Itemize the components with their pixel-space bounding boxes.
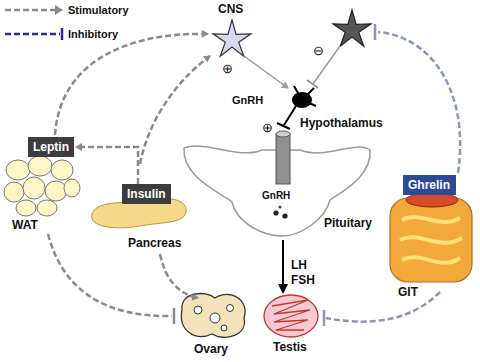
- organ-label: WAT: [12, 218, 38, 232]
- stalk: [276, 134, 290, 184]
- stalk-top: [276, 131, 290, 137]
- stimulatory-arrow: [55, 34, 208, 135]
- intestine: [390, 198, 472, 282]
- tubules: [272, 300, 310, 330]
- inhibitory-arrow: [378, 32, 460, 173]
- sign-symbol: ⊖: [313, 44, 324, 58]
- granule: [282, 213, 287, 218]
- inhibitory-arrow: [326, 292, 440, 322]
- organ-label: Testis: [273, 340, 307, 354]
- hormone-box: Ghrelin: [403, 175, 456, 195]
- ovary: [181, 294, 245, 338]
- synapse-line: [244, 56, 288, 88]
- inhibit-bar: [307, 80, 318, 88]
- legend-arrowhead: [55, 5, 63, 15]
- sign-symbol: ⊕: [262, 121, 273, 135]
- cns-neuron: [213, 20, 251, 56]
- granule: [278, 205, 281, 208]
- organ-label: Pituitary: [324, 216, 372, 230]
- legend-line: [5, 33, 60, 36]
- stomach: [406, 193, 458, 207]
- inhibitory-neuron: [333, 10, 371, 46]
- intestine-loops: [400, 217, 462, 263]
- hormone-box: Insulin: [122, 184, 171, 204]
- hormone-label: GnRH: [262, 189, 290, 203]
- organ-label: Ovary: [194, 342, 228, 356]
- organ-label: Pancreas: [128, 236, 181, 250]
- legend-line: [5, 9, 56, 12]
- granule: [273, 210, 278, 215]
- region-label: Hypothalamus: [300, 116, 383, 130]
- follicles: [194, 305, 234, 332]
- hormone-label: LH: [291, 258, 307, 272]
- legend-text: Stimulatory: [68, 3, 129, 17]
- hormone-arrow: [282, 240, 284, 286]
- region-label: CNS: [218, 2, 243, 16]
- hormone-name: Ghrelin: [408, 178, 451, 192]
- sign-symbol: ⊕: [222, 62, 233, 76]
- hormone-label: GnRH: [232, 93, 263, 107]
- stimulatory-arrow: [160, 254, 198, 298]
- inhibit-bar: [374, 24, 377, 40]
- legend-bar: [61, 28, 64, 40]
- testis: [264, 295, 318, 337]
- hormone-name: Insulin: [127, 187, 166, 201]
- hormone-name: Leptin: [33, 140, 69, 154]
- hormone-box: Leptin: [28, 137, 74, 157]
- stimulatory-connector: [76, 147, 138, 184]
- arrowhead: [278, 284, 288, 294]
- organ-label: GIT: [398, 285, 418, 299]
- stimulatory-arrow: [140, 56, 210, 164]
- inhibit-bar: [173, 308, 176, 324]
- legend-text: Inhibitory: [68, 27, 118, 41]
- inhibit-bar: [323, 310, 326, 326]
- hormone-label: FSH: [291, 273, 315, 287]
- fat-cells: [4, 156, 80, 216]
